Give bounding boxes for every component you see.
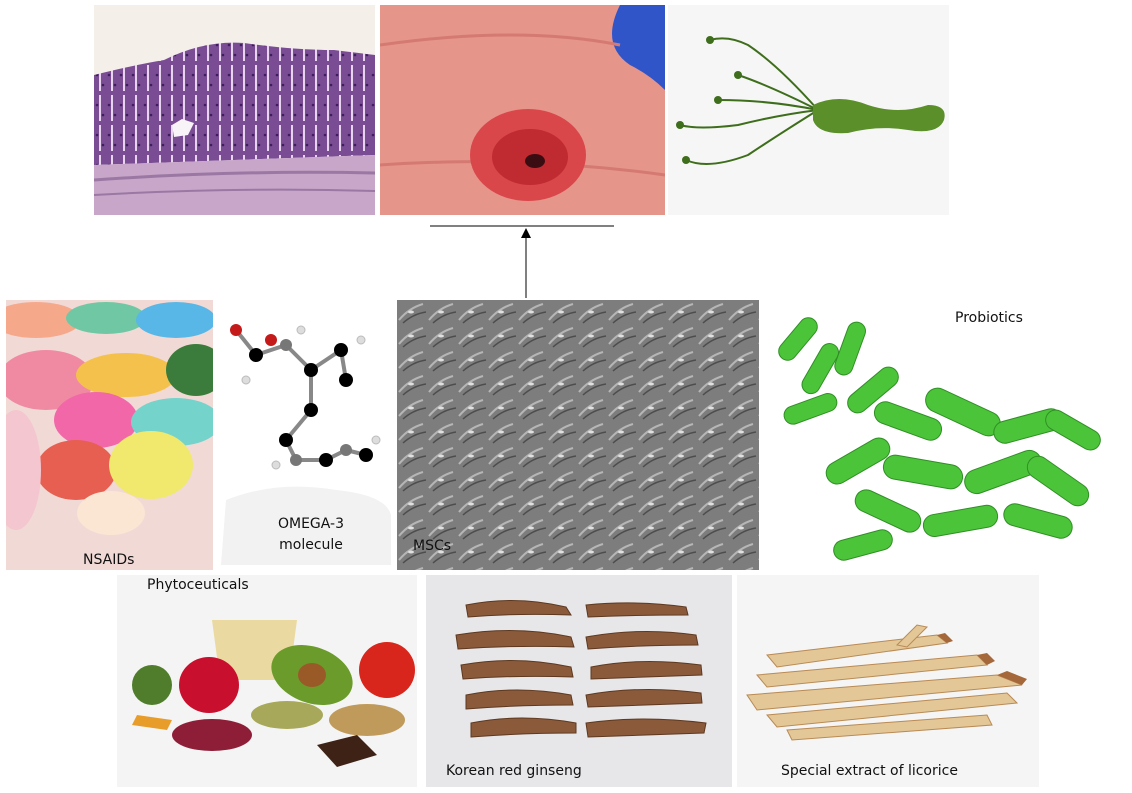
stem-cell-micrograph-image	[397, 300, 759, 570]
probiotics-label: Probiotics	[955, 310, 1023, 326]
phytoceuticals-panel: Phytoceuticals	[117, 575, 417, 787]
nsaid-pills-image	[6, 300, 213, 570]
ginseng-roots-image	[426, 575, 732, 787]
ginseng-panel: Korean red ginseng	[426, 575, 732, 787]
licorice-label: Special extract of licorice	[781, 763, 958, 779]
omega3-label-line1: OMEGA-3	[277, 516, 345, 532]
phytoceutical-foods-image	[117, 575, 417, 787]
licorice-panel: Special extract of licorice	[737, 575, 1039, 787]
arrowhead-icon	[521, 228, 531, 238]
phytoceuticals-label: Phytoceuticals	[147, 577, 249, 593]
probiotic-bacteria-image	[763, 300, 1124, 570]
licorice-slices-image	[737, 575, 1039, 787]
histology-image	[94, 5, 375, 215]
mscs-panel: MSCs	[397, 300, 759, 570]
nsaids-label: NSAIDs	[83, 552, 135, 568]
ulcer-photo	[380, 5, 665, 215]
omega3-label-line2: molecule	[279, 537, 343, 553]
ginseng-label: Korean red ginseng	[446, 763, 582, 779]
omega3-panel: OMEGA-3 molecule	[216, 300, 394, 570]
nsaids-panel: NSAIDs	[6, 300, 213, 570]
omega-3-molecule-image	[216, 300, 394, 570]
probiotics-panel: Probiotics	[763, 300, 1124, 570]
bacterium-illustration	[668, 5, 949, 215]
mscs-label: MSCs	[413, 538, 452, 554]
